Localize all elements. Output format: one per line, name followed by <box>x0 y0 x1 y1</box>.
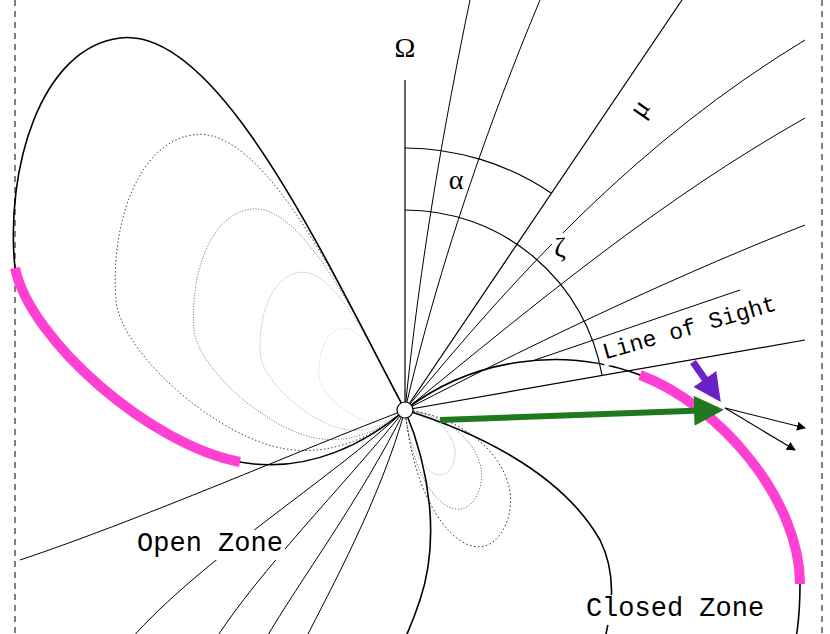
emission-direction-arrow <box>725 408 805 428</box>
rotation-axis-label: Ω <box>393 33 418 64</box>
emission-direction-arrow <box>725 408 795 450</box>
neutron-star <box>397 402 413 418</box>
angle-label: α <box>447 165 466 196</box>
magnetic-axis-label: μ <box>622 91 658 124</box>
zone-label: Closed Zone <box>584 595 766 625</box>
angle-label: ζ <box>552 233 568 264</box>
emission-region <box>15 268 800 584</box>
pointer-arrow <box>693 362 716 395</box>
zone-label: Open Zone <box>135 530 285 560</box>
open-field-lines <box>20 0 805 634</box>
line-of-sight-label: Line of Sight <box>598 293 781 368</box>
closed-field-lines <box>13 38 800 634</box>
axes <box>405 0 805 410</box>
light-cylinder <box>15 0 822 634</box>
radius-arrow <box>440 410 715 420</box>
